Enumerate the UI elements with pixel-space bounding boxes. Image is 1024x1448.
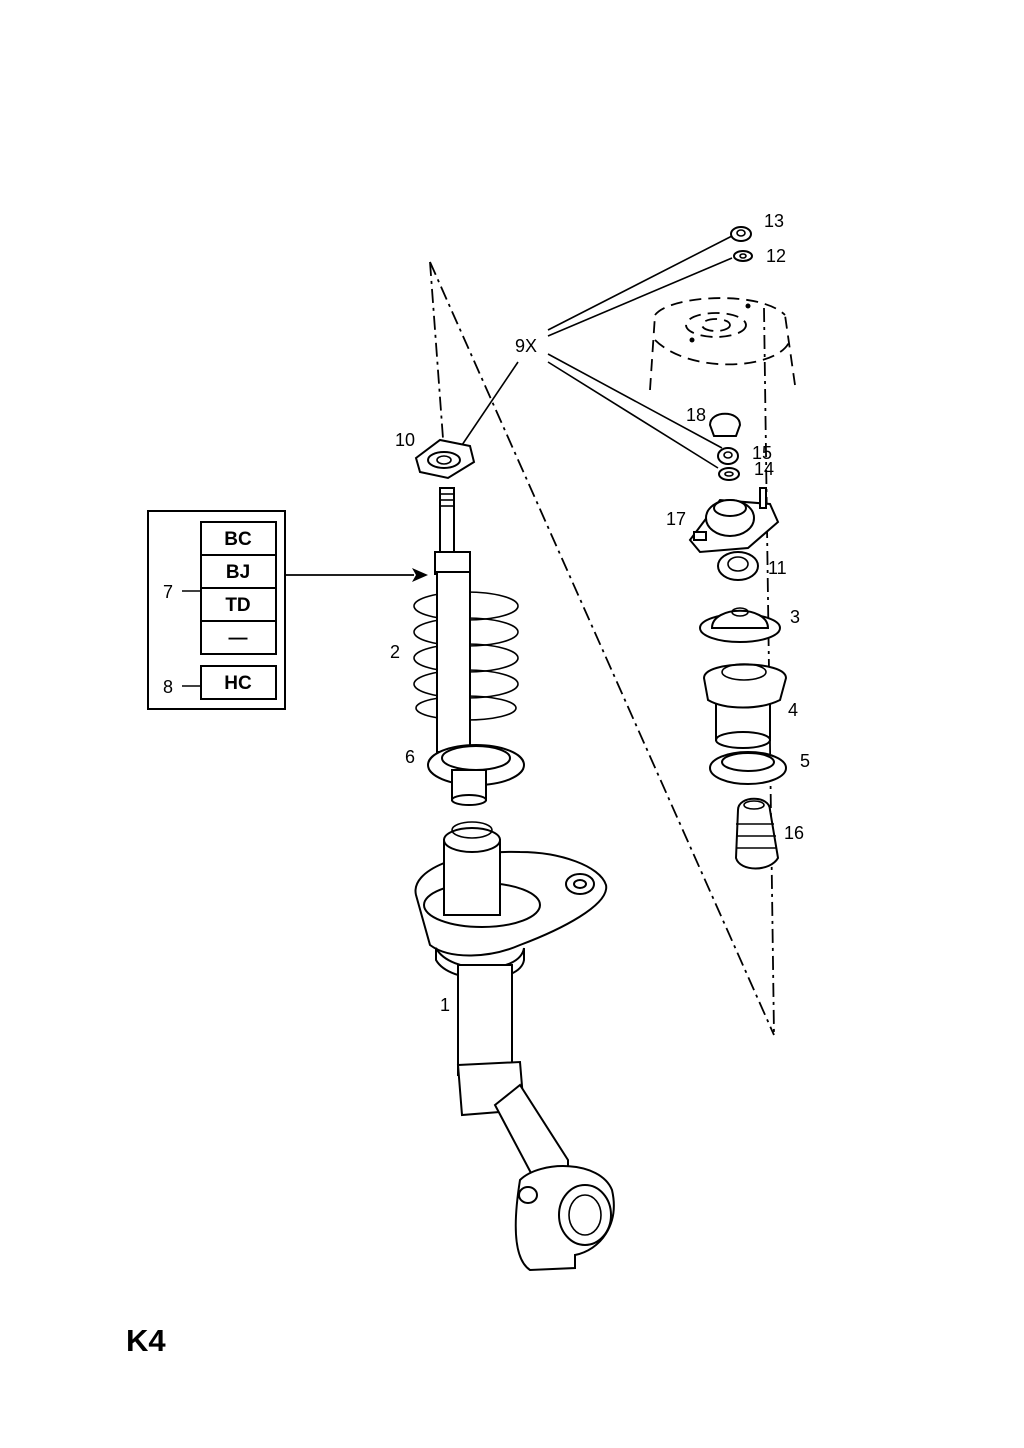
callout-5: 5 — [800, 751, 810, 771]
code-dash: — — [229, 628, 248, 649]
callout-9: 9X — [515, 336, 537, 356]
code-td: TD — [225, 595, 250, 616]
callout-1: 1 — [440, 995, 450, 1015]
callout-11: 11 — [768, 558, 787, 578]
callout-17: 17 — [666, 509, 686, 529]
page-code: K4 — [126, 1323, 166, 1358]
code-cell-dash — [200, 620, 277, 655]
callout-4: 4 — [788, 700, 798, 720]
callout-16: 16 — [784, 823, 804, 843]
shock-absorber — [434, 487, 471, 753]
variant-code-box: BC BJ TD — HC 7 8 — [147, 510, 428, 710]
callout-7: 7 — [163, 582, 173, 602]
nut-13 — [730, 226, 752, 242]
seat-ring-5 — [709, 751, 787, 785]
code-hc: HC — [224, 673, 252, 694]
body-turret-outline — [649, 297, 796, 391]
top-mount-17 — [688, 487, 780, 554]
code-bj: BJ — [226, 562, 250, 583]
callout-15: 15 — [752, 443, 772, 463]
lower-spring-seat — [427, 744, 525, 806]
upper-seat-3 — [699, 607, 781, 643]
callout-2: 2 — [390, 642, 400, 662]
bump-stop-housing-4 — [702, 663, 788, 749]
strut-housing-knuckle — [414, 821, 615, 1272]
code-cell-hc — [200, 665, 277, 700]
code-bc: BC — [224, 529, 252, 550]
bump-stop-16 — [734, 797, 780, 870]
washer-12 — [733, 250, 753, 262]
callout-6: 6 — [405, 747, 415, 767]
cap-18 — [708, 412, 742, 437]
callout-13: 13 — [764, 211, 784, 231]
callout-labels: 1 2 3 4 5 6 9X 10 11 12 13 14 15 16 17 1… — [390, 211, 810, 1015]
callout-3: 3 — [790, 607, 800, 627]
nut-15 — [717, 447, 739, 465]
callout-10: 10 — [395, 430, 415, 450]
callout-12: 12 — [766, 246, 786, 266]
bearing-11 — [717, 551, 759, 581]
callout-14: 14 — [754, 459, 774, 479]
washer-14 — [718, 467, 740, 481]
callout-8: 8 — [163, 677, 173, 697]
code-cell-td — [200, 587, 277, 622]
top-mount-plate — [414, 438, 476, 480]
callout-18: 18 — [686, 405, 706, 425]
